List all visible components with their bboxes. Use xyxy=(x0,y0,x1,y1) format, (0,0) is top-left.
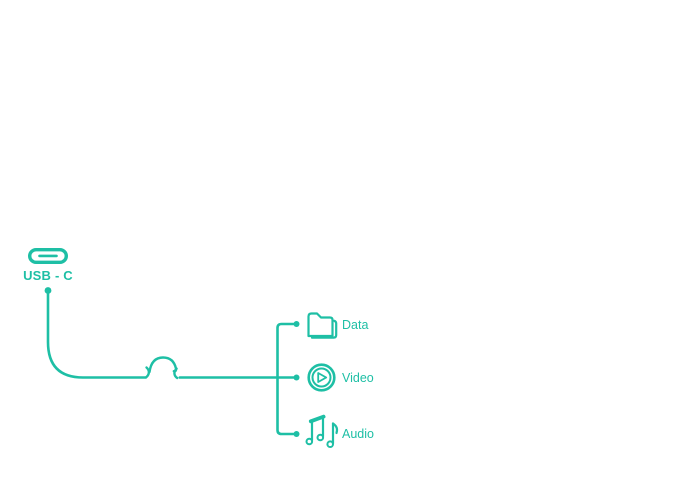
video-play-icon xyxy=(307,363,336,392)
data-label: Data xyxy=(342,318,369,332)
usb-c-label: USB - C xyxy=(23,268,73,283)
cable-start-dot xyxy=(44,287,52,294)
folder-icon xyxy=(307,312,338,339)
cable-path xyxy=(46,292,147,379)
video-label: Video xyxy=(342,371,374,385)
video-branch-dot xyxy=(293,374,300,381)
branch-lines xyxy=(178,322,295,436)
cable-hop-symbol xyxy=(144,356,179,380)
music-notes-icon xyxy=(305,414,339,449)
audio-label: Audio xyxy=(342,427,374,441)
data-branch-dot xyxy=(293,321,300,327)
usb-c-connector-icon xyxy=(28,247,68,264)
audio-branch-dot xyxy=(293,431,300,437)
branch-end-dots xyxy=(293,321,300,437)
